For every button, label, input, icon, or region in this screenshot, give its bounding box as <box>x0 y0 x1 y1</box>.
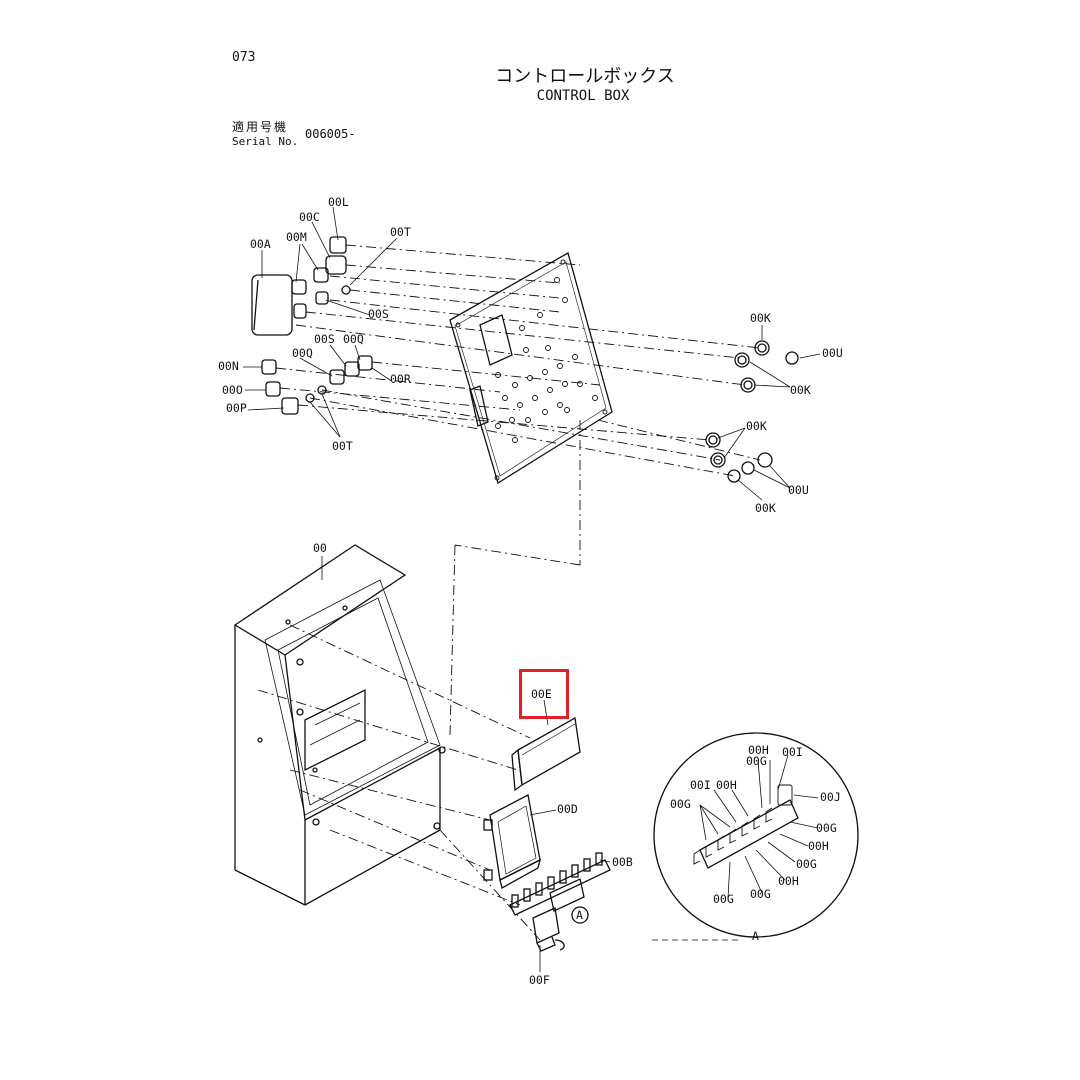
serial-label-japanese: 適用号機 <box>232 120 289 134</box>
label-00M: 00M <box>286 230 307 244</box>
label-00Q-lower: 00Q <box>292 346 313 360</box>
label-00U-2: 00U <box>788 483 809 497</box>
label-00: 00 <box>313 541 327 555</box>
label-00S-lower: 00S <box>314 332 335 346</box>
detail-label-00I-top: 00I <box>782 745 803 759</box>
label-00K-2: 00K <box>790 383 811 397</box>
page-title-english: CONTROL BOX <box>536 88 630 104</box>
marker-a-detail: A <box>752 929 759 943</box>
label-00K-1: 00K <box>750 311 771 325</box>
marker-a-reference: A <box>576 908 583 922</box>
part-00B-terminal-row <box>509 852 611 916</box>
page-number: 073 <box>232 50 256 65</box>
label-00L: 00L <box>328 195 349 209</box>
detail-label-00H-right: 00H <box>808 839 829 853</box>
label-00P: 00P <box>226 401 247 415</box>
detail-label-00G-right2: 00G <box>796 857 817 871</box>
detail-label-00G-left: 00G <box>670 797 691 811</box>
part-00D-box <box>483 794 541 889</box>
detail-label-00G-bottom: 00G <box>750 887 771 901</box>
label-00O: 00O <box>222 383 243 397</box>
label-00R: 00R <box>390 372 411 386</box>
switch-cluster-upper <box>251 236 351 336</box>
label-00T-upper: 00T <box>390 225 411 239</box>
front-panel-plate <box>449 252 613 485</box>
part-00F-relay <box>532 906 589 952</box>
label-00F: 00F <box>529 973 550 987</box>
serial-number-value: 006005- <box>305 127 356 141</box>
knobs-right <box>705 340 799 483</box>
switch-cluster-lower <box>261 355 373 415</box>
label-00U-1: 00U <box>822 346 843 360</box>
label-00B: 00B <box>612 855 633 869</box>
label-00C: 00C <box>299 210 320 224</box>
part-00E-module <box>511 716 581 792</box>
detail-label-00H-top: 00H <box>748 743 769 757</box>
detail-label-00H-left: 00H <box>716 778 737 792</box>
detail-label-00G-right: 00G <box>816 821 837 835</box>
page-title-japanese: コントロールボックス <box>495 66 675 87</box>
detail-label-00G-bottom-left: 00G <box>713 892 734 906</box>
label-00N: 00N <box>218 359 239 373</box>
detail-a-circle <box>653 732 859 938</box>
label-00E: 00E <box>531 687 552 701</box>
detail-label-00I-left: 00I <box>690 778 711 792</box>
callout-leader-lines <box>243 206 821 972</box>
label-00S-upper: 00S <box>368 307 389 321</box>
highlight-box-00E <box>519 669 569 719</box>
detail-label-00H-bottom: 00H <box>778 874 799 888</box>
label-00D: 00D <box>557 802 578 816</box>
detail-label-00J: 00J <box>820 790 841 804</box>
detail-label-00G-top: 00G <box>746 754 767 768</box>
label-00K-4: 00K <box>755 501 776 515</box>
serial-label-english: Serial No. <box>232 135 299 148</box>
label-00K-3: 00K <box>746 419 767 433</box>
label-00T-lower: 00T <box>332 439 353 453</box>
label-00A: 00A <box>250 237 271 251</box>
label-00Q-upper: 00Q <box>343 332 364 346</box>
cabinet-body <box>233 544 446 906</box>
